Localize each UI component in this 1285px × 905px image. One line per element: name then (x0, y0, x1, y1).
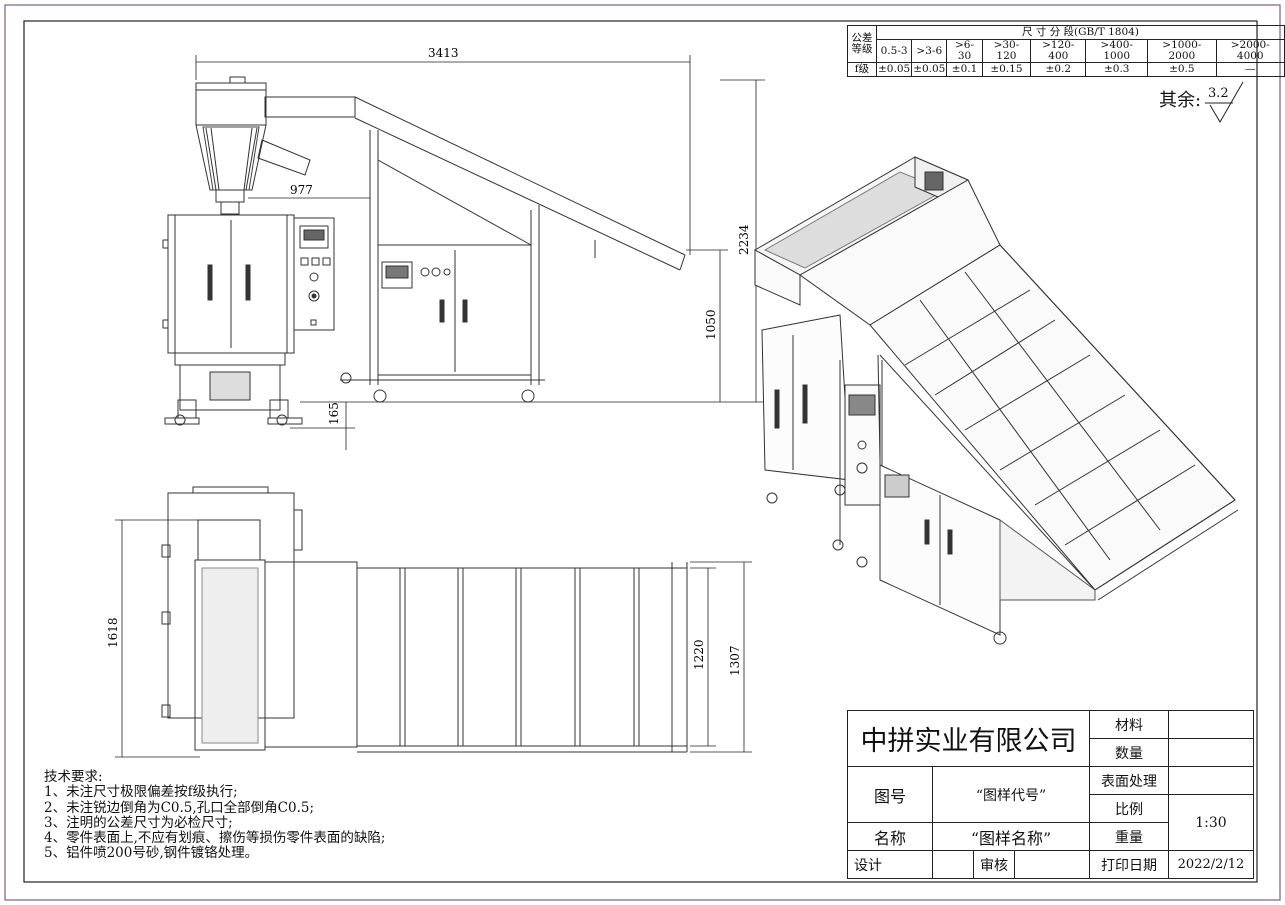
dim-1307: 1307 (728, 645, 742, 676)
tolerance-value: ±0.05 (911, 62, 948, 77)
roughness-label: 其余: (1159, 90, 1202, 111)
dim-2234: 2234 (737, 224, 751, 255)
surface-treatment-value (1168, 766, 1254, 795)
note-item: 2、未注锐边倒角为C0.5,孔口全部倒角C0.5; (44, 799, 315, 816)
dim-1220: 1220 (692, 639, 706, 670)
outer-border (4, 4, 1281, 901)
scale-label: 比例 (1089, 794, 1169, 823)
tolerance-range: >2000-4000 (1215, 39, 1285, 63)
tolerance-value: ±0.05 (875, 62, 913, 77)
roughness-note: 其余: (1159, 86, 1201, 112)
tolerance-range: >6-30 (946, 39, 983, 63)
tolerance-corner-label: 公差 等级 (847, 25, 877, 63)
dim-3413: 3413 (428, 46, 459, 60)
material-label: 材料 (1089, 710, 1169, 739)
front-view (162, 76, 686, 426)
scale-value: 1:30 (1168, 794, 1254, 851)
review-label: 审核 (973, 850, 1015, 879)
dim-977: 977 (290, 183, 313, 197)
dim-1618: 1618 (106, 617, 120, 648)
roughness-symbol (1205, 81, 1244, 123)
print-date-label: 打印日期 (1089, 850, 1169, 879)
tolerance-value: — (1215, 62, 1285, 77)
inner-frame (23, 20, 1258, 883)
company-name: 中拼实业有限公司 (847, 710, 1090, 767)
tolerance-value: ±0.1 (946, 62, 983, 77)
tolerance-range: >400-1000 (1085, 39, 1149, 63)
notes-title: 技术要求: (44, 769, 103, 785)
quantity-label: 数量 (1089, 738, 1169, 767)
weight-label: 重量 (1089, 822, 1169, 851)
tolerance-range: 0.5-3 (875, 39, 913, 63)
quantity-value (1168, 738, 1254, 767)
tolerance-range: >1000-2000 (1147, 39, 1217, 63)
tolerance-value: ±0.5 (1147, 62, 1217, 77)
tolerance-range: >30-120 (981, 39, 1032, 63)
tolerance-value: ±0.2 (1030, 62, 1087, 77)
dim-1050: 1050 (704, 309, 718, 340)
note-item: 5、铝件喷200号砂,钢件镀铬处理。 (44, 845, 259, 862)
title-block: 中拼实业有限公司 材料 数量 图号 “图样代号” 表面处理 比例 1:30 名称… (847, 710, 1254, 879)
part-name-value: “图样名称” (932, 822, 1090, 851)
isometric-view (753, 156, 1239, 645)
design-label: 设计 (847, 850, 933, 879)
tolerance-section-title: 尺 寸 分 段(GB/T 1804) (876, 25, 1285, 40)
note-item: 3、注明的公差尺寸为必检尺寸; (44, 814, 233, 831)
front-dimensions (195, 55, 765, 450)
top-view (161, 486, 688, 753)
tolerance-range: >3-6 (911, 39, 948, 63)
tolerance-value: ±0.3 (1085, 62, 1149, 77)
tolerance-grade-label: f级 (847, 62, 877, 77)
design-value (932, 850, 974, 879)
roughness-value: 3.2 (1208, 86, 1229, 101)
dim-165: 165 (327, 402, 341, 425)
note-item: 1、未注尺寸极限偏差按f级执行; (44, 784, 238, 801)
material-value (1168, 710, 1254, 739)
tolerance-range: >120-400 (1030, 39, 1087, 63)
drawing-no-value: “图样代号” (932, 766, 1090, 823)
technical-requirements: 技术要求: 1、未注尺寸极限偏差按f级执行; 2、未注锐边倒角为C0.5,孔口全… (44, 769, 386, 862)
drawing-no-label: 图号 (847, 766, 933, 823)
print-date-value: 2022/2/12 (1168, 850, 1254, 879)
tolerance-value: ±0.15 (981, 62, 1032, 77)
review-value (1014, 850, 1090, 879)
tolerance-table: 公差 等级 尺 寸 分 段(GB/T 1804) 0.5-3 >3-6 >6-3… (847, 25, 1285, 77)
surface-treatment-label: 表面处理 (1089, 766, 1169, 795)
part-name-label: 名称 (847, 822, 933, 851)
top-dimensions (115, 519, 752, 758)
note-item: 4、零件表面上,不应有划痕、擦伤等损伤零件表面的缺陷; (44, 830, 386, 847)
